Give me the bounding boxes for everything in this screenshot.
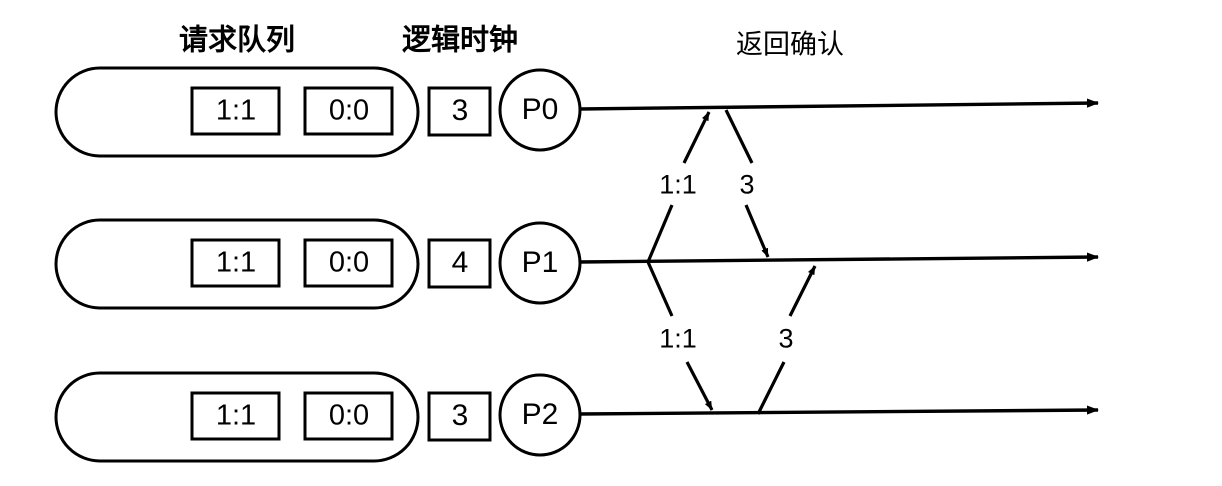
queue-slot-label-P1-1: 0:0 [328, 246, 370, 279]
message-arrow-P0-to-P1-ack [724, 109, 770, 258]
timeline-P1 [578, 252, 1099, 264]
message-arrow-P1-to-P0-request [646, 111, 711, 263]
logical-clock-value-P2: 3 [451, 399, 469, 432]
message-arrow-P1-to-P2-request [646, 261, 714, 411]
process-row-P0 [54, 66, 1099, 158]
logical-clock-box-P1 [427, 238, 492, 289]
message-label-P1-to-P2-request: 1:1 [659, 323, 697, 354]
message-label-P0-to-P1-ack: 3 [739, 169, 755, 200]
queue-slot-label-P0-0: 1:1 [215, 94, 257, 127]
queue-slot-P2-1 [303, 391, 394, 441]
queue-slot-label-P1-0: 1:1 [215, 246, 257, 279]
queue-slot-P2-0 [190, 391, 281, 441]
logical-clock-value-P1: 4 [451, 246, 469, 279]
header-request-queue: 请求队列 [178, 22, 296, 57]
queue-slot-label-P0-1: 0:0 [328, 94, 370, 127]
message-arrow-P2-to-P1-ack [756, 265, 817, 415]
queue-slot-P0-0 [190, 86, 281, 136]
process-node-label-P1: P1 [521, 246, 559, 279]
queue-slot-label-P2-0: 1:1 [215, 399, 257, 432]
header-logical-clock: 逻辑时钟 [401, 22, 519, 57]
timeline-P0 [578, 98, 1099, 111]
queue-slot-P1-1 [303, 238, 394, 288]
process-row-P2 [54, 371, 1099, 463]
annotation-return-ack: 返回确认 [736, 29, 844, 60]
queue-slot-P1-0 [190, 238, 281, 288]
process-node-label-P2: P2 [521, 398, 559, 431]
timeline-P2 [578, 405, 1099, 416]
message-label-P2-to-P1-ack: 3 [778, 323, 794, 354]
queue-slot-label-P2-1: 0:0 [328, 399, 370, 432]
process-node-label-P0: P0 [521, 93, 559, 126]
logical-clock-box-P2 [427, 391, 492, 442]
logical-clock-box-P0 [427, 86, 492, 137]
message-label-P1-to-P0-request: 1:1 [659, 169, 697, 200]
process-row-P1 [54, 218, 1099, 310]
queue-slot-P0-1 [303, 86, 394, 136]
logical-clock-value-P0: 3 [451, 94, 469, 127]
